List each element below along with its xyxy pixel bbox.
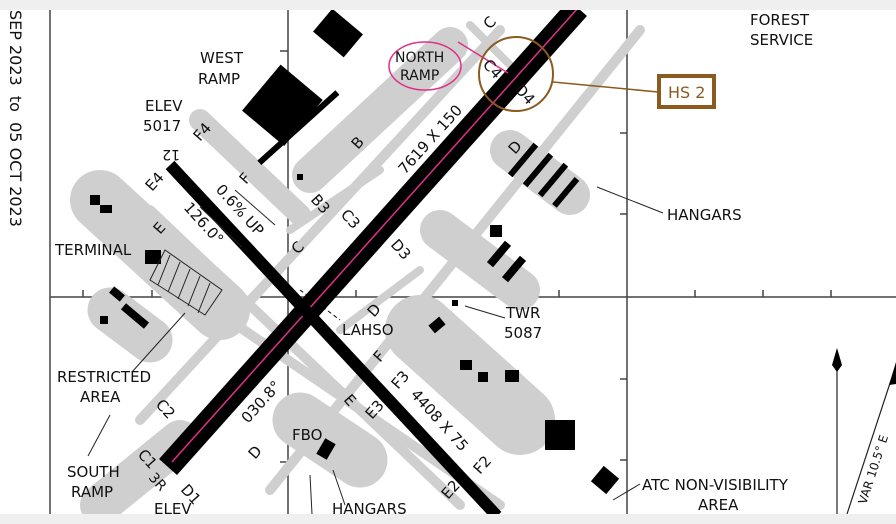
- hangars-label: HANGARS: [667, 206, 742, 224]
- map-label: E4: [142, 168, 168, 194]
- hotspot-label: HS 2: [668, 83, 705, 102]
- buildings: [90, 8, 620, 495]
- runways: [159, 0, 587, 521]
- elevation-label: ELEV: [145, 97, 183, 115]
- elevation-bottom-label: ELEV: [154, 500, 192, 514]
- validity-dates: SEP 2023 to 05 OCT 2023: [6, 10, 25, 227]
- north-ramp-label: NORTH: [395, 50, 444, 66]
- tower-label: TWR: [505, 304, 540, 322]
- cross-runway-end: 12: [162, 146, 180, 162]
- map-label: F3: [388, 367, 414, 393]
- terminal-label: TERMINAL: [54, 241, 132, 259]
- map-label: C3: [337, 206, 364, 233]
- restricted-area-hatch: [149, 249, 223, 316]
- hangars-bottom-label: HANGARS: [332, 500, 407, 514]
- map-label: F2: [470, 452, 496, 478]
- leader-lines: [87, 186, 664, 515]
- map-label: D3: [387, 236, 414, 264]
- hotspot-box[interactable]: [657, 74, 716, 109]
- south-ramp-label: SOUTH: [67, 463, 120, 481]
- map-label: RAMP: [400, 68, 439, 84]
- airport-diagram-svg: HS 2 VAR 10.5° E SEP 2023 to 05 OCT 2023…: [6, 0, 896, 524]
- map-label: RAMP: [198, 70, 240, 88]
- map-label: AREA: [80, 388, 121, 406]
- variation-label: VAR 10.5° E: [856, 433, 892, 506]
- runway-12-30: [165, 160, 502, 521]
- lahso-label: LAHSO: [342, 321, 394, 339]
- north-ramp-highlight: [388, 41, 462, 91]
- map-label: 5087: [504, 324, 542, 342]
- magnetic-variation-arrow-icon: [846, 362, 896, 515]
- hotspot-circle[interactable]: [478, 36, 554, 112]
- map-label: 5017: [143, 117, 181, 135]
- west-ramp-label: WEST: [200, 49, 244, 67]
- map-label: RAMP: [71, 483, 113, 501]
- forest-service-label: FOREST: [750, 11, 810, 29]
- map-label: SERVICE: [750, 31, 813, 49]
- restricted-area-label: RESTRICTED: [57, 368, 151, 386]
- map-label: AREA: [698, 496, 739, 514]
- taxiways: [70, 21, 645, 524]
- north-arrow-icon: [832, 348, 842, 514]
- place-labels: WEST RAMP NORTH RAMP FOREST SERVICE ELEV…: [54, 11, 813, 518]
- map-label: D: [245, 442, 266, 463]
- runway-centerline: [171, 7, 579, 463]
- fbo-label: FBO: [292, 426, 322, 444]
- atc-area-label: ATC NON-VISIBILITY: [642, 476, 789, 494]
